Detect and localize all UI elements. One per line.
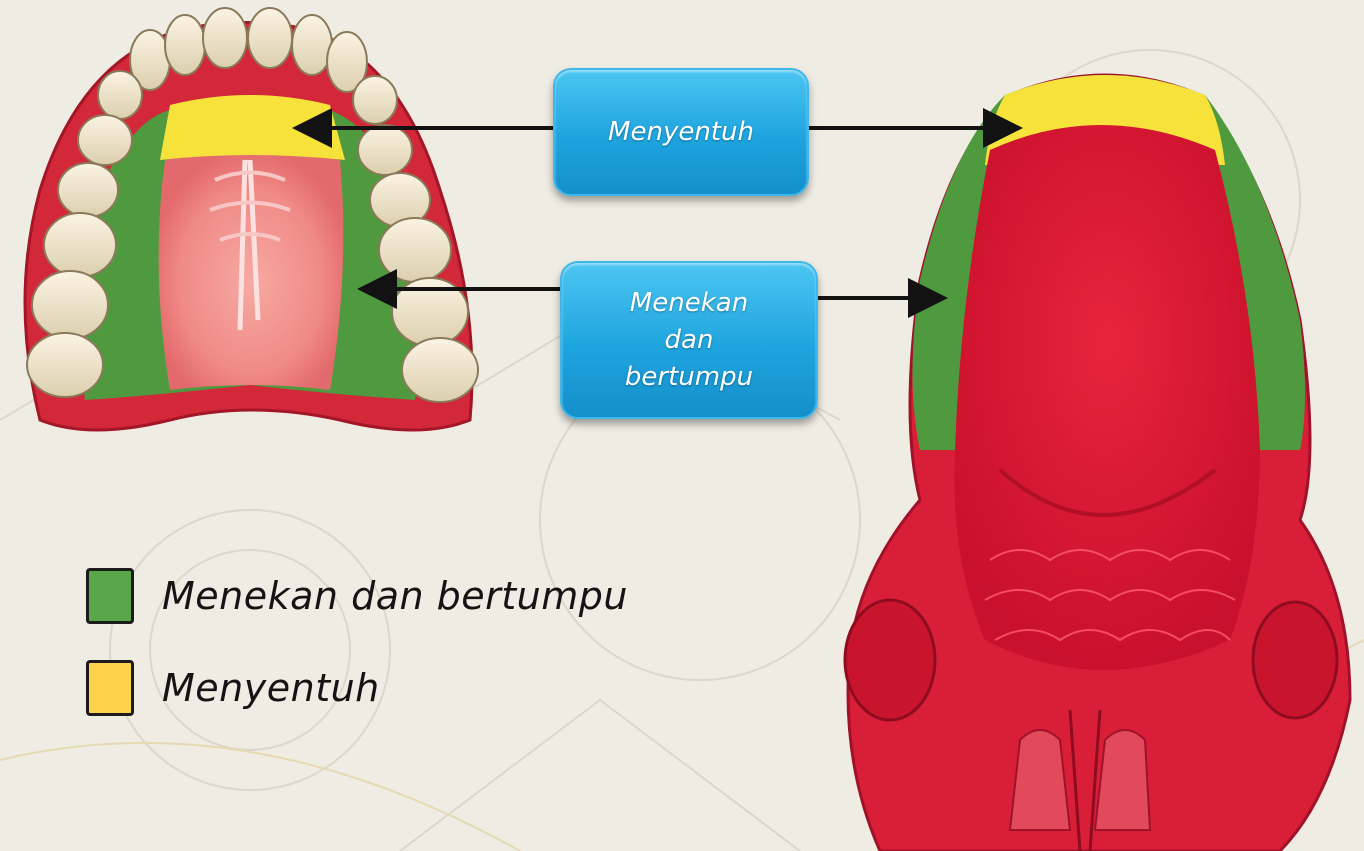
callout-menyentuh: Menyentuh — [553, 68, 809, 196]
legend-swatch-yellow — [86, 660, 134, 716]
callout-menyentuh-label: Menyentuh — [608, 114, 754, 151]
legend-swatch-green — [86, 568, 134, 624]
legend-label-menekan-bertumpu: Menekan dan bertumpu — [162, 574, 628, 618]
legend-label-menyentuh: Menyentuh — [162, 666, 380, 710]
legend-item-menyentuh: Menyentuh — [86, 660, 380, 716]
callout-menekan-bertumpu: Menekan dan bertumpu — [560, 261, 818, 419]
maxillary-arch-illustration — [25, 8, 478, 430]
legend-item-menekan-bertumpu: Menekan dan bertumpu — [86, 568, 628, 624]
callout-menekan-bertumpu-label: Menekan dan bertumpu — [625, 285, 753, 396]
mandibular-arch-illustration — [845, 75, 1350, 851]
